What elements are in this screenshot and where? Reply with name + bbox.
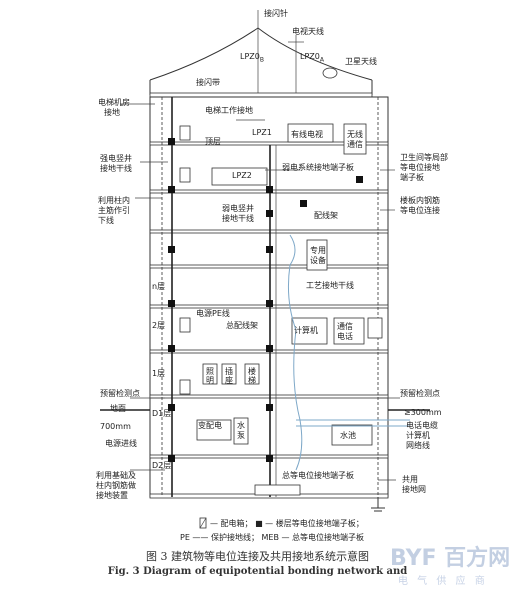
column-rebar-label-3: 下线 — [98, 216, 114, 225]
bathroom-terminal-label-2: 等电位接地 — [400, 163, 440, 172]
elevator-room-grounding-label-2: 接地 — [104, 108, 120, 117]
d1-label: D1层 — [152, 409, 172, 418]
cable-tv-label: 有线电视 — [291, 130, 323, 139]
telecom-cable-label-3: 网络线 — [406, 441, 430, 450]
power-cable-label: 电源进线 — [105, 439, 137, 448]
main-terminal-board-label: 总等电位接地端子板 — [282, 471, 354, 480]
grounding-icon — [371, 497, 385, 512]
shared-grounding-label-2: 接地网 — [402, 485, 426, 494]
watermark-subtitle: 电 气 供 应 商 — [398, 576, 488, 587]
top-floor-label: 顶层 — [205, 137, 221, 146]
socket-label-2: 座 — [225, 376, 233, 385]
lpz0a-label: LPZ0A — [300, 52, 324, 64]
outdoor-ground-label: 地面 — [110, 404, 126, 413]
pe-line-label: 电源PE线 — [196, 309, 230, 318]
main-frame-label: 总配线架 — [226, 321, 258, 330]
lpz2-label: LPZ2 — [232, 171, 252, 180]
ge-300-label: ≥300mm — [404, 408, 442, 417]
elevator-room-grounding-label-1: 电梯机房 — [98, 98, 130, 107]
column-rebar-label-1: 利用柱内 — [98, 196, 130, 205]
wireless-comm-label-2: 通信 — [347, 140, 363, 149]
floor-n-label: n层 — [152, 282, 166, 291]
leader-lines — [120, 103, 400, 481]
bathroom-terminal-label-3: 端子板 — [400, 173, 424, 182]
downconductors — [161, 97, 379, 497]
tv-antenna-label: 电视天线 — [292, 27, 324, 36]
floor-2-label: 2层 — [152, 321, 166, 330]
special-equipment-label-1: 专用 — [310, 246, 326, 255]
air-termination-band-label: 接闪带 — [196, 78, 220, 87]
elevator-label-2: 梯 — [248, 376, 256, 385]
distribution-room-label: 变配电 — [198, 421, 222, 430]
d2-label: D2层 — [152, 461, 172, 470]
computer-label: 计算机 — [294, 326, 318, 335]
water-pump-label-2: 泵 — [237, 431, 245, 440]
lpz1-label: LPZ1 — [252, 128, 272, 137]
watermark-logo: BYF 百方网 — [390, 546, 511, 571]
water-pump-label-1: 水 — [237, 421, 245, 430]
weak-shaft-label-2: 接地干线 — [222, 214, 254, 223]
bathroom-terminal-label-1: 卫生间等局部 — [400, 153, 448, 162]
depth-label: 700mm — [100, 422, 131, 431]
floor-terminal-boards — [168, 138, 363, 462]
strong-shaft-label-2: 接地干线 — [100, 164, 132, 173]
lpz0b-label: LPZ0B — [240, 52, 264, 64]
process-grounding-trunk — [287, 234, 303, 471]
telecom-label-2: 电话 — [337, 332, 353, 341]
water-tank-label: 水池 — [340, 431, 356, 440]
weak-terminal-board-label: 弱电系统接地端子板 — [282, 163, 354, 172]
foundation-grounding-label-3: 接地装置 — [96, 491, 128, 500]
reserved-test-right-label: 预留检测点 — [400, 389, 440, 398]
legend-box-slash — [199, 517, 207, 529]
legend-line-2: PE —— 保护接地线； MEB — 总等电位接地端子板 — [180, 533, 365, 542]
weak-shaft-label-1: 弱电竖井 — [222, 204, 254, 213]
shared-grounding-label-1: 共用 — [402, 475, 418, 484]
foundation-grounding-label-1: 利用基础及 — [96, 471, 136, 480]
telecom-cable-label-2: 计算机 — [406, 431, 430, 440]
satellite-dish-icon — [322, 67, 338, 79]
floor-rebar-label-2: 等电位连接 — [400, 206, 440, 215]
floor-rebar-label-1: 楼板内钢筋 — [400, 196, 440, 205]
strong-shaft-label-1: 强电竖井 — [100, 154, 132, 163]
figure-caption-en: Fig. 3 Diagram of equipotential bonding … — [107, 566, 408, 577]
lightning-rod-label: 接闪针 — [264, 9, 288, 18]
distribution-frame-label: 配线架 — [314, 211, 338, 220]
process-trunk-label: 工艺接地干线 — [306, 281, 354, 290]
foundation-grounding-label-2: 柱内钢筋做 — [96, 481, 136, 490]
elevator-work-grounding-label: 电梯工作接地 — [205, 106, 253, 115]
wireless-comm-label-1: 无线 — [347, 130, 363, 139]
column-rebar-label-2: 主筋作引 — [98, 206, 130, 215]
socket-label-1: 插 — [225, 367, 233, 376]
telecom-label-1: 通信 — [337, 322, 353, 331]
lamp-label-2: 明 — [206, 376, 214, 385]
telecom-cable-label-1: 电话电缆 — [406, 421, 438, 430]
telecom-cable-line — [296, 419, 410, 427]
figure-caption-cn: 图 3 建筑物等电位连接及共用接地系统示意图 — [146, 550, 369, 563]
lamp-label-1: 照 — [206, 367, 214, 376]
elevator-label-1: 楼 — [248, 367, 256, 376]
equipment-boxes — [179, 123, 383, 496]
legend-line-1: — 配电箱； ■ — 楼层等电位接地端子板； — [210, 519, 364, 528]
floor-1-label: 1层 — [152, 369, 166, 378]
special-equipment-label-2: 设备 — [310, 256, 326, 265]
reserved-test-left-label: 预留检测点 — [100, 389, 140, 398]
satellite-antenna-label: 卫星天线 — [345, 57, 377, 66]
